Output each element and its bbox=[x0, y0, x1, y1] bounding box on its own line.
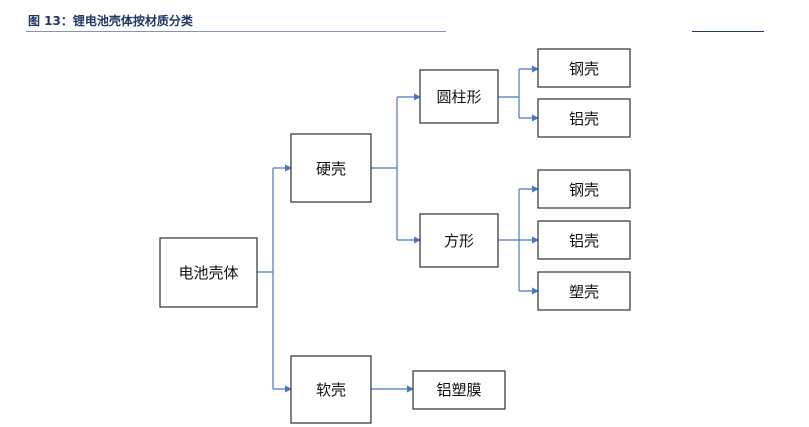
node-cylindrical-label: 圆柱形 bbox=[436, 88, 481, 106]
node-sq-steel: 钢壳 bbox=[537, 169, 631, 209]
title-underline bbox=[26, 31, 446, 32]
node-sq-plastic-label: 塑壳 bbox=[569, 283, 599, 301]
node-alu-plastic-film-label: 铝塑膜 bbox=[436, 381, 481, 399]
node-square: 方形 bbox=[419, 213, 499, 268]
node-sq-aluminum: 铝壳 bbox=[537, 220, 631, 260]
node-cyl-aluminum-label: 铝壳 bbox=[569, 110, 599, 128]
node-battery-casing-label: 电池壳体 bbox=[178, 264, 238, 282]
header-rule-right bbox=[692, 31, 764, 32]
node-battery-casing: 电池壳体 bbox=[159, 237, 258, 308]
node-alu-plastic-film: 铝塑膜 bbox=[412, 370, 506, 410]
edges-square bbox=[498, 185, 539, 295]
node-square-label: 方形 bbox=[444, 232, 474, 250]
node-soft-shell: 软壳 bbox=[290, 355, 372, 424]
node-cyl-aluminum: 铝壳 bbox=[537, 98, 631, 138]
node-sq-plastic: 塑壳 bbox=[537, 271, 631, 311]
node-hard-shell-label: 硬壳 bbox=[316, 160, 346, 178]
node-hard-shell: 硬壳 bbox=[290, 133, 372, 203]
node-sq-steel-label: 钢壳 bbox=[569, 181, 599, 199]
node-cylindrical: 圆柱形 bbox=[419, 69, 499, 124]
node-soft-shell-label: 软壳 bbox=[316, 381, 346, 399]
node-cyl-steel-label: 钢壳 bbox=[569, 60, 599, 78]
edges-cylinder bbox=[498, 65, 539, 122]
edges-hard bbox=[371, 93, 421, 244]
node-cyl-steel: 钢壳 bbox=[537, 48, 631, 88]
figure-title: 图 13：锂电池壳体按材质分类 bbox=[28, 14, 193, 28]
edges-root bbox=[257, 164, 292, 393]
node-sq-aluminum-label: 铝壳 bbox=[569, 232, 599, 250]
